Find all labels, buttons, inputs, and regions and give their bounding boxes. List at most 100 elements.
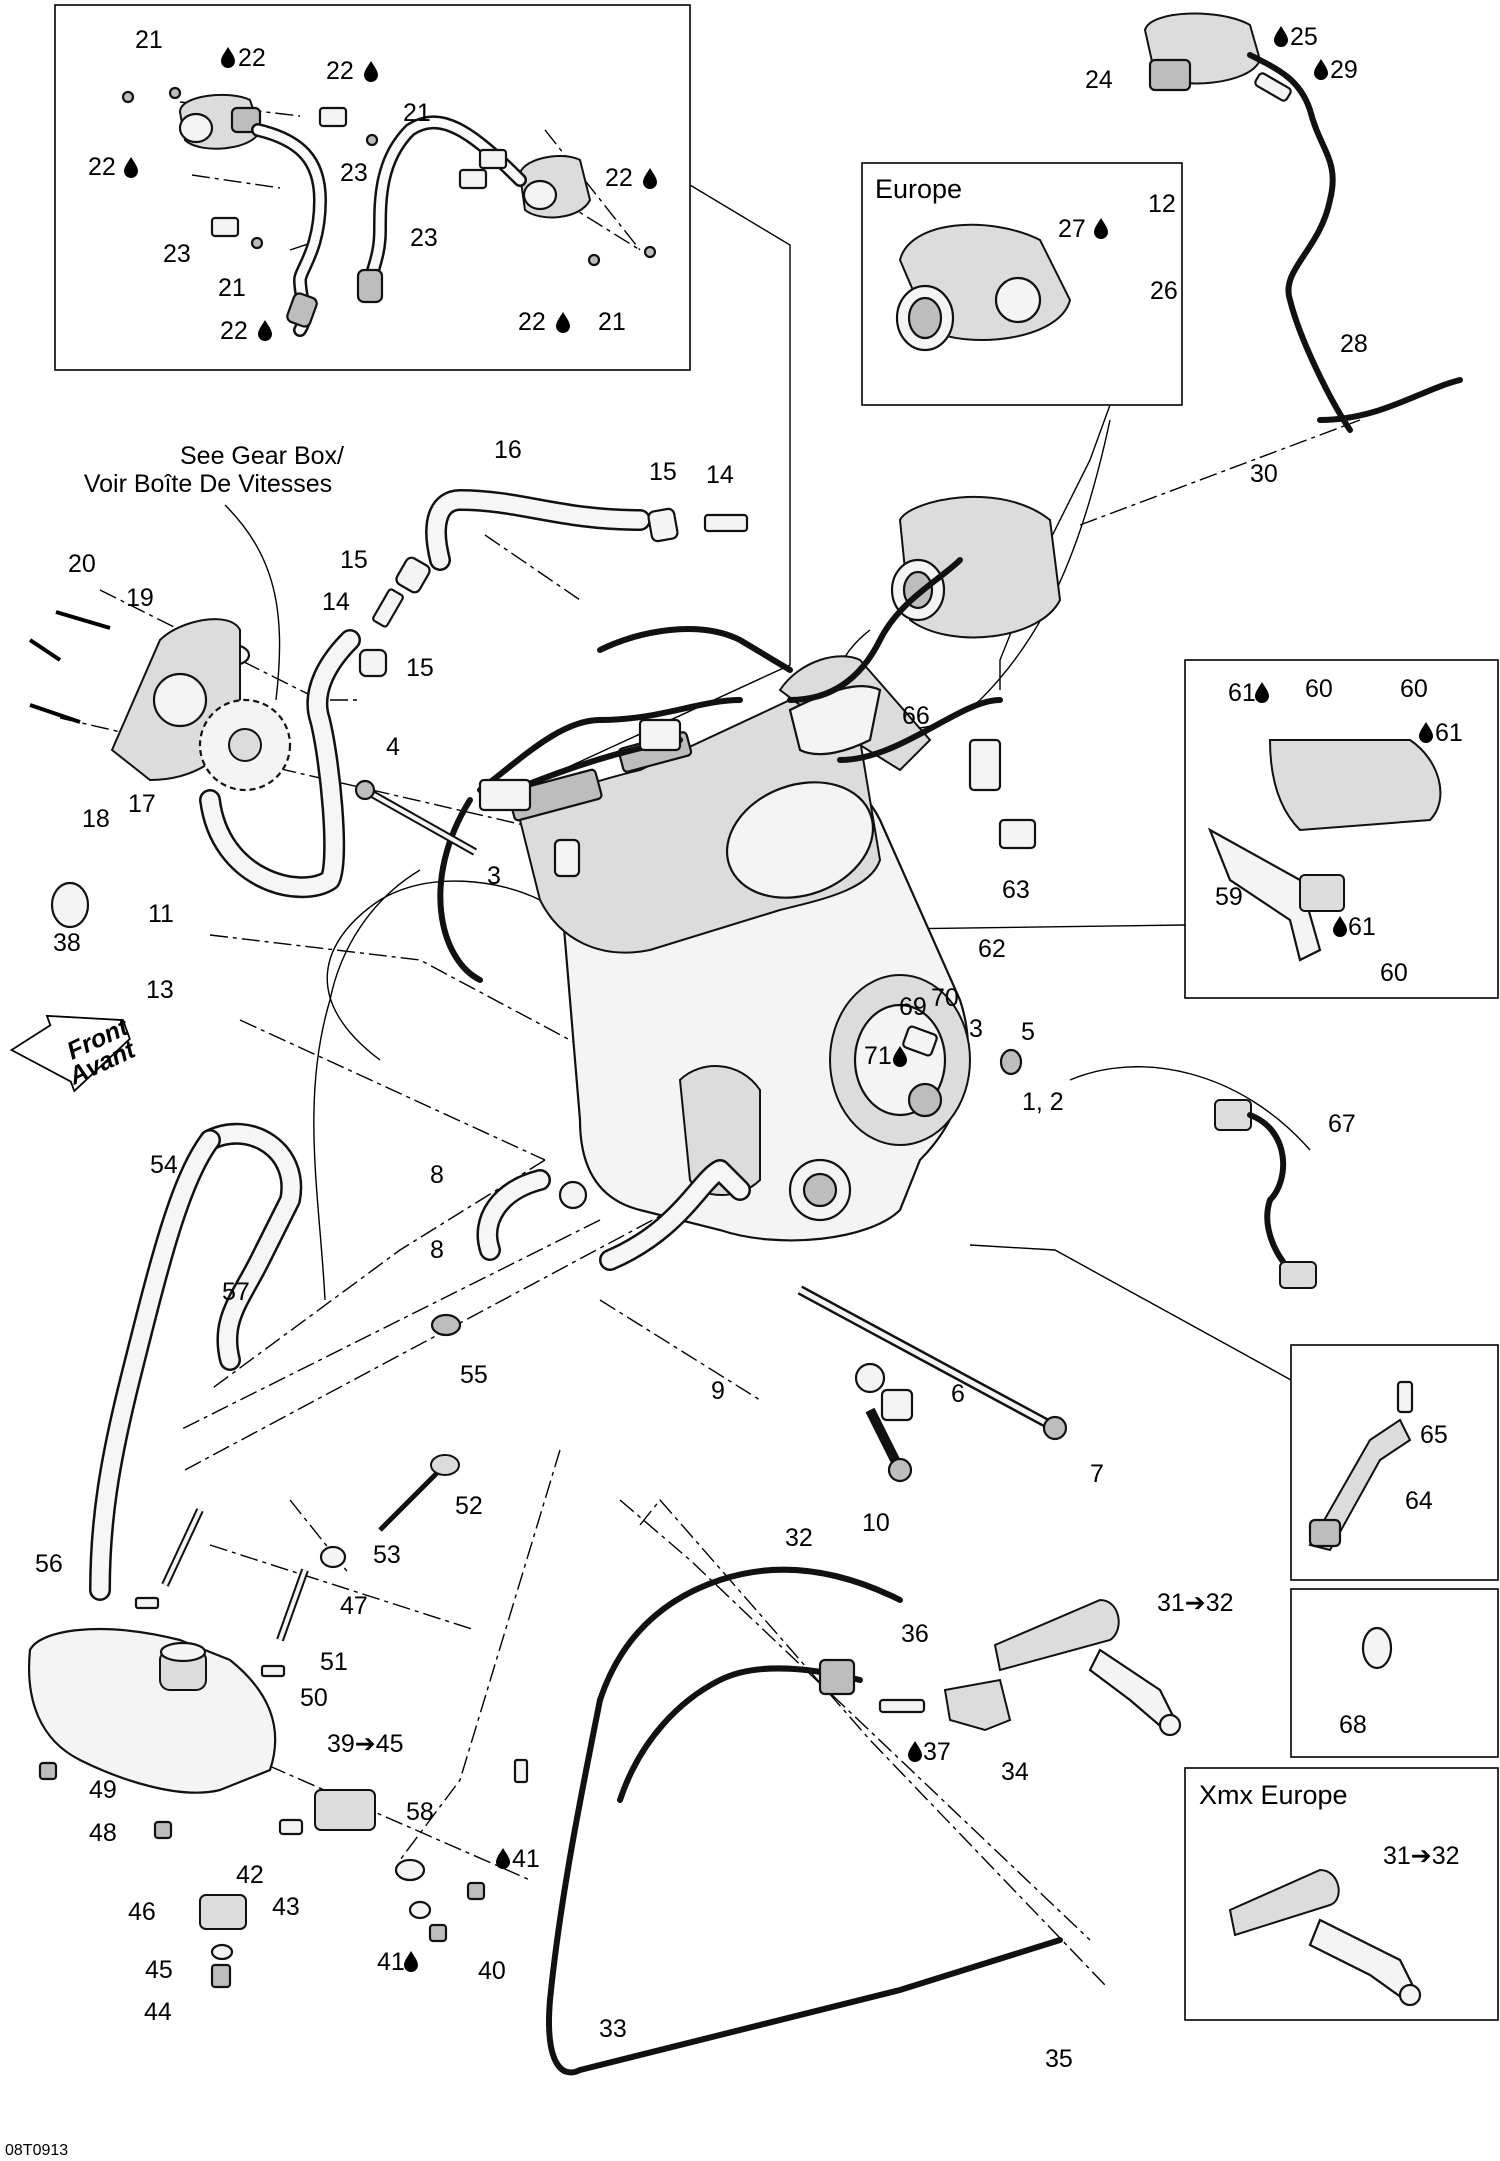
drive-sprocket xyxy=(198,698,292,792)
droplet-icon xyxy=(1274,26,1288,47)
box-ecm-bracket xyxy=(1184,659,1499,999)
callout-23: 23 xyxy=(340,159,368,187)
callout-3: 3 xyxy=(969,1015,983,1043)
callout-66: 66 xyxy=(902,702,930,730)
throttle-position-sensor xyxy=(1143,12,1262,92)
callout-labels: 21 22 22 22 21 23 23 23 21 22 22 22 21 2… xyxy=(5,23,1463,2159)
callout-15: 15 xyxy=(406,654,434,682)
gearbox-note-line2: Voir Boîte De Vitesses xyxy=(84,470,332,498)
ecm-bracket xyxy=(1207,827,1345,962)
droplet-icon xyxy=(221,47,235,68)
engine-connectors xyxy=(478,718,1037,850)
callout-45: 45 xyxy=(145,1956,173,1984)
ignition-coil-left xyxy=(178,93,262,150)
callout-20: 20 xyxy=(68,550,96,578)
clutch-cable xyxy=(513,1566,1063,2076)
callout-59: 59 xyxy=(1215,883,1243,911)
callout-55: 55 xyxy=(460,1361,488,1389)
callout-16: 16 xyxy=(494,436,522,464)
callout-22: 22 xyxy=(326,57,354,85)
callout-6: 6 xyxy=(951,1380,965,1408)
callout-3: 3 xyxy=(487,862,501,890)
callout-38: 38 xyxy=(53,929,81,957)
droplet-icon xyxy=(556,312,570,333)
callout-21: 21 xyxy=(218,274,246,302)
callout-26: 26 xyxy=(1150,277,1178,305)
breather-hose-54 xyxy=(89,1122,303,1601)
callout-14: 14 xyxy=(706,461,734,489)
callout-54: 54 xyxy=(150,1151,178,1179)
droplet-icon xyxy=(1333,916,1347,937)
callout-41: 41 xyxy=(512,1845,540,1873)
box-xmx-europe: Xmx Europe xyxy=(1184,1767,1499,2021)
callout-17: 17 xyxy=(128,790,156,818)
mount-bolt-10 xyxy=(865,1407,913,1483)
callout-15: 15 xyxy=(340,546,368,574)
front-arrow-icon: Front Avant xyxy=(9,1012,141,1093)
box-ignition-coils xyxy=(54,4,691,371)
callout-43: 43 xyxy=(272,1893,300,1921)
figure-code: 08T0913 xyxy=(5,2142,68,2159)
callout-25: 25 xyxy=(1290,23,1318,51)
oil-hose-lower xyxy=(476,1159,751,1271)
callout-10: 10 xyxy=(862,1509,890,1537)
callout-56: 56 xyxy=(35,1550,63,1578)
droplet-icon xyxy=(496,1848,510,1869)
callout-1-2: 1, 2 xyxy=(1022,1088,1064,1116)
callout-61: 61 xyxy=(1435,719,1463,747)
callout-4: 4 xyxy=(386,733,400,761)
callout-67: 67 xyxy=(1328,1110,1356,1138)
europe-throttle-body xyxy=(895,223,1072,352)
callout-61: 61 xyxy=(1228,679,1256,707)
callout-44: 44 xyxy=(144,1998,172,2026)
ignition-coil-right xyxy=(518,155,592,219)
callout-21: 21 xyxy=(135,26,163,54)
callout-48: 48 xyxy=(89,1819,117,1847)
droplet-icon xyxy=(1419,722,1433,743)
oil-tank-bolts xyxy=(134,1508,309,1678)
box-clamp xyxy=(1290,1588,1499,1758)
callout-21: 21 xyxy=(403,99,431,127)
callout-46: 46 xyxy=(128,1898,156,1926)
wiring-harness xyxy=(437,557,1003,983)
callout-50: 50 xyxy=(300,1684,328,1712)
callout-19: 19 xyxy=(126,584,154,612)
clamp-68 xyxy=(1361,1626,1393,1670)
engine-block xyxy=(507,697,971,1242)
callout-71: 71 xyxy=(864,1042,892,1070)
callout-61: 61 xyxy=(1348,913,1376,941)
callout-29: 29 xyxy=(1330,56,1358,84)
oil-tank xyxy=(28,1627,277,1794)
callout-8: 8 xyxy=(430,1161,444,1189)
callout-33: 33 xyxy=(599,2015,627,2043)
callout-31-32: 31➔32 xyxy=(1383,1842,1460,1870)
callout-21: 21 xyxy=(598,308,626,336)
callout-30: 30 xyxy=(1250,460,1278,488)
callout-64: 64 xyxy=(1405,1487,1433,1515)
callout-14: 14 xyxy=(322,588,350,616)
callout-8: 8 xyxy=(430,1236,444,1264)
callout-32: 32 xyxy=(785,1524,813,1552)
callout-41: 41 xyxy=(377,1948,405,1976)
callout-36: 36 xyxy=(901,1620,929,1648)
coil-connectors xyxy=(210,106,508,238)
callout-24: 24 xyxy=(1085,66,1113,94)
callout-22: 22 xyxy=(605,164,633,192)
throttle-body-main xyxy=(890,495,1062,639)
callout-62: 62 xyxy=(978,935,1006,963)
droplet-icon xyxy=(1255,682,1269,703)
callout-22: 22 xyxy=(518,308,546,336)
callout-51: 51 xyxy=(320,1648,348,1676)
gearbox-note-line1: See Gear Box/ xyxy=(180,442,344,470)
callout-34: 34 xyxy=(1001,1758,1029,1786)
droplet-icon xyxy=(908,1741,922,1762)
droplet-icon xyxy=(1314,59,1328,80)
oil-tank-fittings xyxy=(38,1761,486,1989)
sensor-67 xyxy=(1214,1099,1317,1289)
callout-52: 52 xyxy=(455,1492,483,1520)
callout-18: 18 xyxy=(82,805,110,833)
callout-7: 7 xyxy=(1090,1460,1104,1488)
clutch-lever xyxy=(993,1598,1182,1737)
